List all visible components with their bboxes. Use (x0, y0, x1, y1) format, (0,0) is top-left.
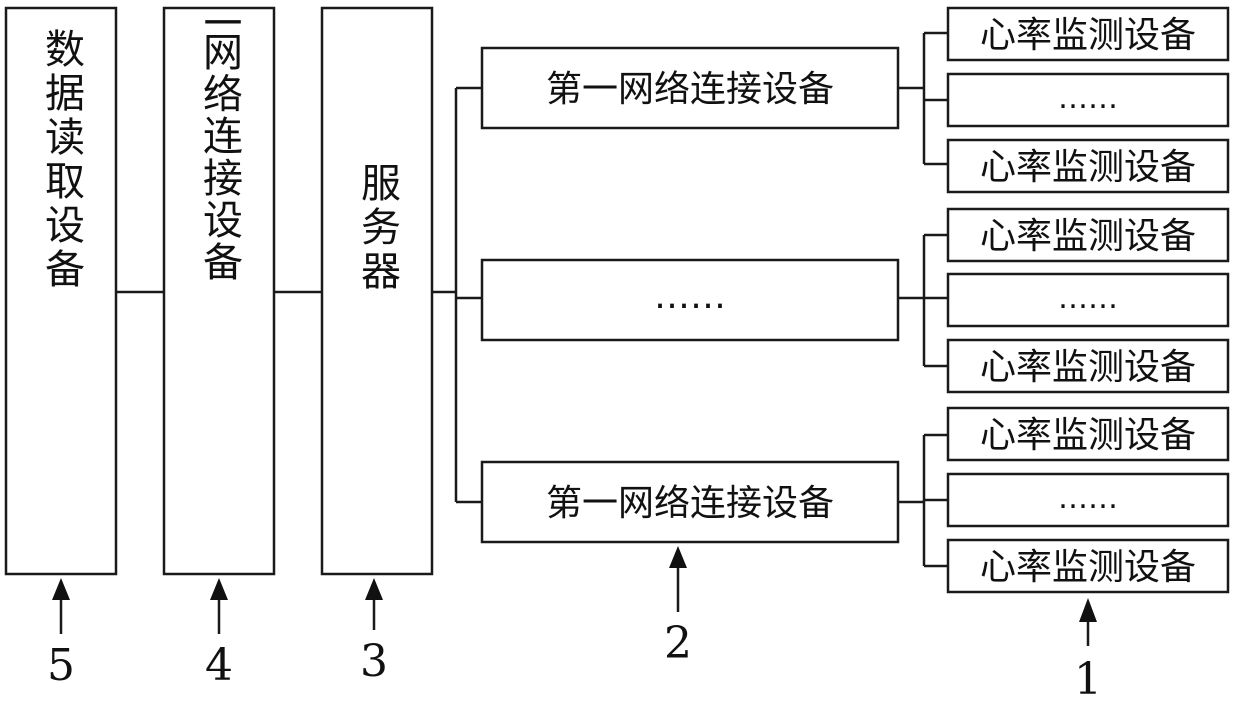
arrow-5-head (52, 578, 70, 600)
heart-rate-device-label: 心率监测设备 (980, 216, 1196, 257)
arrow-1 (1079, 598, 1097, 646)
first-network-label-middle: …… (654, 276, 726, 317)
arrow-2-head (669, 546, 687, 568)
heart-rate-device-label: 心率监测设备 (980, 547, 1196, 588)
heart-rate-device-label: 心率监测设备 (980, 15, 1196, 56)
first-network-label-top: 第一网络连接设备 (546, 69, 834, 110)
data-reader-label: 数据读取设备 (38, 28, 84, 292)
reference-number-1: 1 (1074, 654, 1102, 702)
heart-rate-device-label: 心率监测设备 (980, 147, 1196, 188)
arrow-4 (210, 578, 228, 634)
server-label: 服务器 (354, 162, 400, 294)
heart-rate-device-label: …… (1058, 481, 1118, 516)
second-network-label: 第二网络连接设备 (196, 0, 242, 283)
heart-rate-device-label: …… (1058, 281, 1118, 316)
reference-number-5: 5 (47, 640, 75, 691)
reference-number-3: 3 (360, 636, 388, 687)
heart-rate-device-label: 心率监测设备 (980, 415, 1196, 456)
arrow-5 (52, 578, 70, 634)
reference-number-2: 2 (664, 618, 692, 669)
first-network-label-bottom: 第一网络连接设备 (546, 483, 834, 524)
heart-rate-device-label: …… (1058, 81, 1118, 116)
heart-rate-device-label: 心率监测设备 (980, 347, 1196, 388)
arrow-3 (365, 578, 383, 630)
arrow-2 (669, 546, 687, 612)
arrow-4-head (210, 578, 228, 600)
reference-number-4: 4 (205, 640, 233, 691)
arrow-3-head (365, 578, 383, 600)
arrow-1-head (1079, 598, 1097, 622)
